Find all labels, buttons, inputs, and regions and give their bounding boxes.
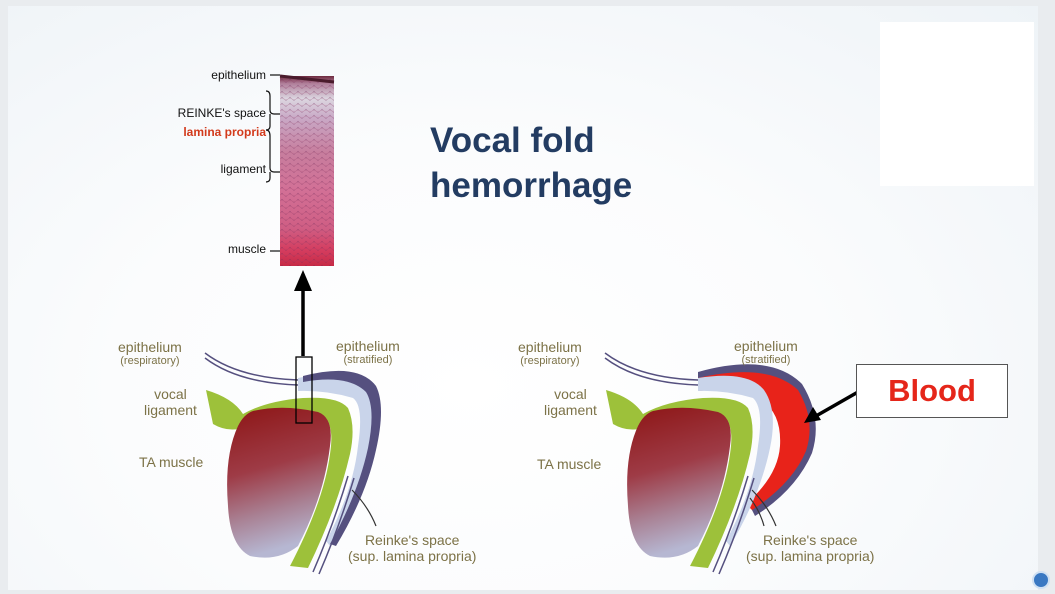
histology-image: [280, 76, 334, 266]
right-reinke-sub: (sup. lamina propria): [746, 548, 874, 564]
zoom-arrow: [294, 270, 312, 356]
histo-label-epithelium: epithelium: [126, 68, 266, 82]
diagram-canvas: [8, 6, 1038, 590]
left-label-ta-muscle: TA muscle: [139, 454, 203, 470]
right-epi-strat-sub: (stratified): [734, 354, 798, 366]
right-epi-resp-text: epithelium: [518, 339, 582, 355]
left-epi-resp-text: epithelium: [118, 339, 182, 355]
left-label-reinke-space: Reinke's space (sup. lamina propria): [348, 532, 476, 564]
left-vocal-text: vocal: [154, 386, 187, 402]
histo-label-reinke: REINKE's space: [126, 106, 266, 120]
right-label-epithelium-respiratory: epithelium (respiratory): [518, 339, 582, 367]
left-label-epithelium-stratified: epithelium (stratified): [336, 338, 400, 366]
left-reinke-sub: (sup. lamina propria): [348, 548, 476, 564]
histology-brackets: [266, 75, 280, 251]
left-epi-resp-sub: (respiratory): [118, 355, 182, 367]
right-label-ta-muscle: TA muscle: [537, 456, 601, 472]
right-ligament-text: ligament: [544, 402, 597, 418]
blood-label: Blood: [888, 373, 976, 409]
left-epi-strat-text: epithelium: [336, 338, 400, 354]
blood-callout: Blood: [856, 364, 1008, 418]
camera-overlay-icon[interactable]: [1032, 571, 1050, 589]
right-label-epithelium-stratified: epithelium (stratified): [734, 338, 798, 366]
left-label-epithelium-respiratory: epithelium (respiratory): [118, 339, 182, 367]
histo-label-lamina-propria: lamina propria: [126, 125, 266, 139]
right-epi-strat-text: epithelium: [734, 338, 798, 354]
right-vocal-text: vocal: [554, 386, 587, 402]
left-ligament-text: ligament: [144, 402, 197, 418]
histo-label-ligament: ligament: [126, 162, 266, 176]
slide: Vocal fold hemorrhage: [8, 6, 1038, 590]
left-reinke-text: Reinke's space: [365, 532, 460, 548]
left-epi-strat-sub: (stratified): [336, 354, 400, 366]
right-epi-resp-sub: (respiratory): [518, 355, 582, 367]
right-reinke-text: Reinke's space: [763, 532, 858, 548]
left-label-vocal-ligament: vocal ligament: [144, 386, 197, 418]
right-label-vocal-ligament: vocal ligament: [544, 386, 597, 418]
histo-label-muscle: muscle: [126, 242, 266, 256]
right-label-reinke-space: Reinke's space (sup. lamina propria): [746, 532, 874, 564]
